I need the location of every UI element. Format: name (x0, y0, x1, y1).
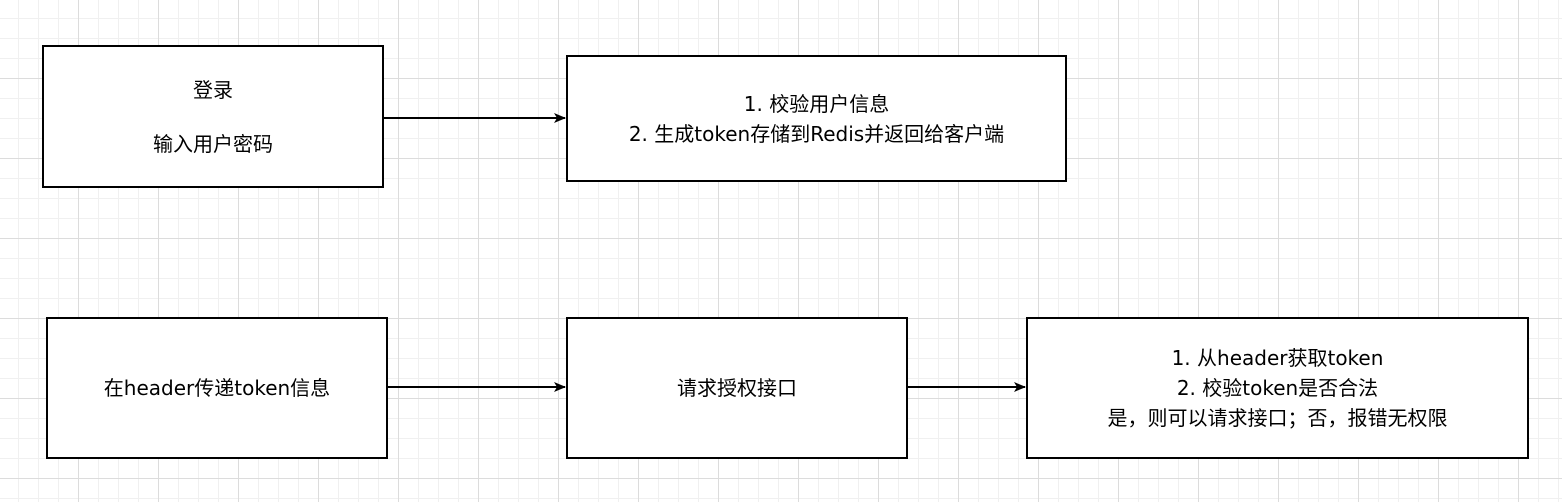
node-check-step-1: 1. 从header获取token (1171, 346, 1384, 370)
node-request-api-label: 请求授权接口 (677, 376, 797, 400)
node-verify-step-1: 1. 校验用户信息 (743, 91, 890, 116)
node-check-result: 是，则可以请求接口；否，报错无权限 (1107, 406, 1448, 430)
node-login-subtitle: 输入用户密码 (153, 131, 273, 156)
node-verify-step-2: 2. 生成token存储到Redis并返回给客户端 (628, 121, 1005, 146)
node-login[interactable]: 登录 输入用户密码 (42, 45, 384, 188)
node-request-api[interactable]: 请求授权接口 (566, 317, 908, 459)
node-check-token[interactable]: 1. 从header获取token 2. 校验token是否合法 是，则可以请求… (1026, 317, 1529, 459)
node-check-step-2: 2. 校验token是否合法 (1176, 376, 1379, 400)
node-header-pass-token-label: 在header传递token信息 (103, 376, 331, 400)
node-header-pass-token[interactable]: 在header传递token信息 (46, 317, 388, 459)
node-verify-user[interactable]: 1. 校验用户信息 2. 生成token存储到Redis并返回给客户端 (566, 55, 1067, 182)
node-login-title: 登录 (193, 77, 233, 102)
